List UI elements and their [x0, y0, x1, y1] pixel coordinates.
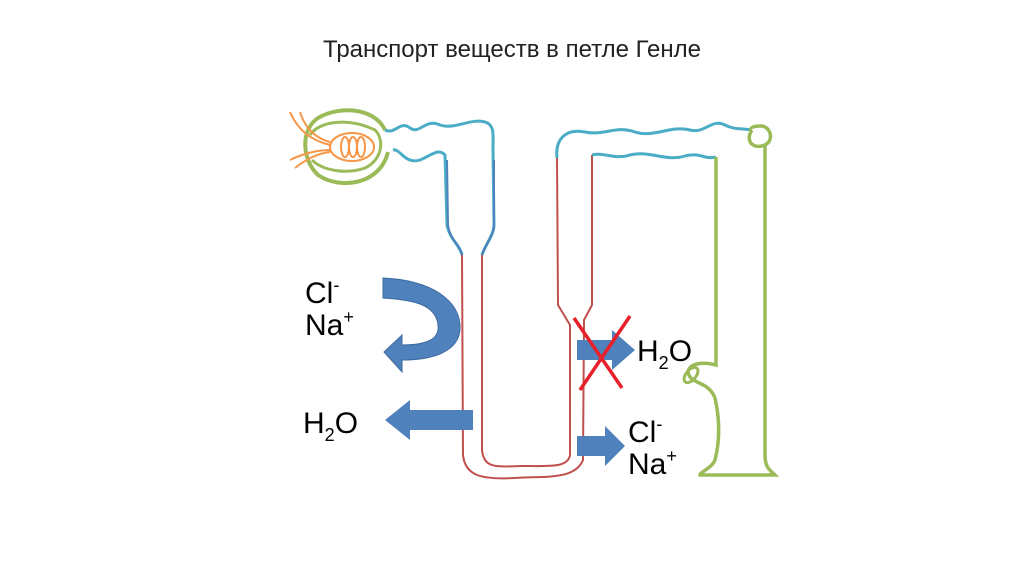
distal-tubule: [555, 121, 753, 160]
ion-out-arrow-right: [577, 426, 625, 466]
label-na-left: Na+: [305, 307, 354, 342]
water-out-arrow-left: [385, 400, 473, 440]
label-cl-right: Cl-: [628, 414, 662, 449]
label-water-right: H2O: [637, 335, 692, 373]
bowman-capsule: [303, 108, 390, 186]
proximal-tubule: [384, 119, 496, 256]
label-na-right: Na+: [628, 446, 677, 481]
label-cl-left: Cl-: [305, 275, 339, 310]
collecting-duct: [686, 124, 780, 477]
glomerulus: [289, 111, 375, 169]
label-water-left: H2O: [303, 407, 358, 445]
bowman-capsule-inner: [308, 120, 383, 173]
ion-reabsorption-arrow: [382, 277, 461, 374]
slide-title: Транспорт веществ в петле Генле: [323, 36, 701, 63]
blocked-cross-icon: [572, 315, 632, 391]
loop-of-henle: [461, 155, 593, 480]
